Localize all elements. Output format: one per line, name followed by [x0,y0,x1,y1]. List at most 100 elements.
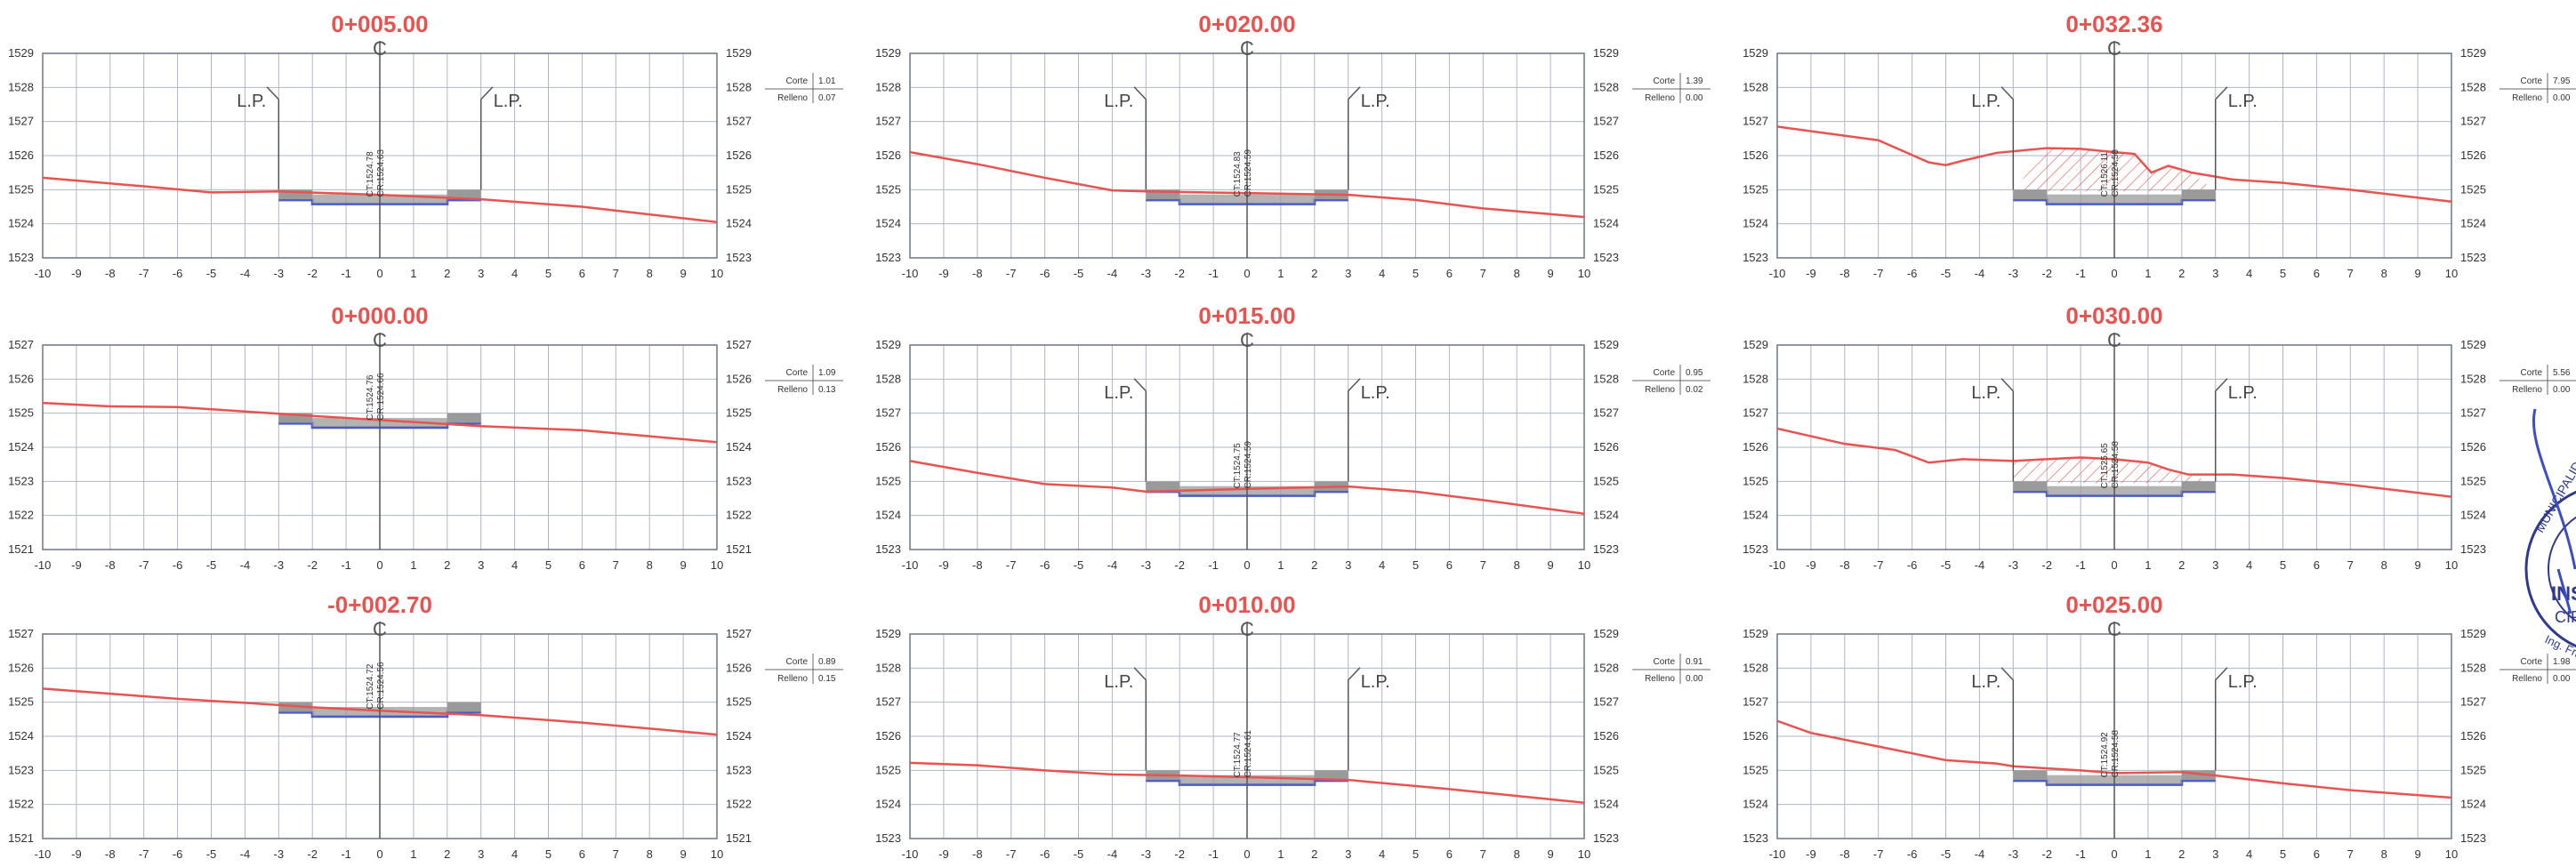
x-tick-label: 5 [1413,267,1419,280]
x-tick-label: -10 [1769,267,1786,280]
sidewalk-right [2181,189,2216,200]
lp-left-label: L.P. [1104,92,1133,111]
y-tick-label-right: 1526 [726,372,752,385]
y-tick-label-right: 1526 [1593,149,1619,162]
lp-left-label: L.P. [1104,672,1133,692]
x-tick-label: 7 [2347,847,2354,861]
x-tick-label: -10 [902,847,919,861]
y-tick-label-left: 1528 [1743,661,1768,674]
section-title: 0+000.00 [331,302,428,329]
centerline-symbol: C [2107,37,2121,60]
x-tick-label: -5 [1074,847,1084,861]
x-tick-label: 3 [2212,847,2218,861]
y-tick-label-right: 1527 [1593,406,1619,420]
x-tick-label: -7 [139,847,149,861]
y-tick-label-right: 1524 [726,217,752,230]
section-title: 0+010.00 [1198,591,1295,618]
y-tick-label-left: 1528 [1743,80,1768,93]
x-tick-label: 4 [2246,558,2252,572]
fill-label: Relleno [2512,93,2542,103]
y-tick-label-left: 1527 [1743,406,1768,420]
x-tick-label: 7 [1480,267,1486,280]
x-tick-label: -2 [1174,847,1185,861]
y-tick-label-left: 1525 [1743,474,1768,487]
x-tick-label: 2 [2178,267,2185,280]
x-tick-label: -2 [2041,267,2052,280]
y-tick-label-left: 1529 [1743,627,1768,640]
x-tick-label: 8 [647,267,653,280]
x-tick-label: 7 [613,847,619,861]
centerline-symbol: C [1240,37,1254,60]
y-tick-label-right: 1524 [1593,509,1619,522]
y-tick-label-right: 1527 [2460,695,2486,709]
lp-right-flag [1348,667,1361,681]
x-tick-label: 1 [410,267,416,280]
lp-left-label: L.P. [1971,92,2000,111]
lp-right-label: L.P. [2228,672,2258,692]
x-tick-label: -1 [341,558,351,572]
y-tick-label-right: 1524 [2460,217,2486,230]
y-tick-label-right: 1525 [1593,182,1619,196]
x-tick-label: 7 [1480,847,1486,861]
x-tick-label: 4 [511,558,518,572]
y-tick-label-left: 1527 [875,406,901,420]
centerline-symbol: C [1240,618,1254,640]
y-tick-label-right: 1526 [1593,729,1619,743]
x-tick-label: -2 [2041,558,2052,572]
x-tick-label: 3 [2212,267,2218,280]
x-tick-label: 5 [545,847,551,861]
x-tick-label: 9 [680,847,686,861]
y-tick-label-right: 1525 [726,182,752,196]
centerline-symbol: C [2107,329,2121,351]
y-tick-label-left: 1521 [8,831,34,845]
fill-label: Relleno [2512,385,2542,395]
x-tick-label: -4 [240,847,251,861]
section-title: -0+002.70 [327,591,432,618]
x-tick-label: 5 [545,267,551,280]
cut-value: 1.39 [1686,76,1703,86]
x-tick-label: 8 [2381,558,2387,572]
x-tick-label: 6 [579,847,585,861]
y-tick-label-left: 1529 [1743,338,1768,351]
y-tick-label-right: 1528 [1593,372,1619,385]
lp-right-flag [1348,378,1361,392]
x-tick-label: 8 [1514,847,1520,861]
x-tick-label: -8 [1839,847,1850,861]
y-tick-label-left: 1525 [8,406,34,420]
x-tick-label: 4 [1379,558,1385,572]
lp-right-flag [2215,378,2228,392]
x-tick-label: 1 [2145,558,2151,572]
x-tick-label: 10 [711,267,723,280]
x-tick-label: 1 [2145,847,2151,861]
x-tick-label: 2 [1311,847,1317,861]
terrain-line [909,460,1585,515]
x-tick-label: -3 [2008,847,2019,861]
terrain-elevation-label: CT:1524.92 [2100,732,2110,778]
fill-label: Relleno [1645,385,1675,395]
x-tick-label: -6 [1907,267,1918,280]
y-tick-label-right: 1526 [1593,440,1619,454]
x-tick-label: -10 [35,267,52,280]
y-tick-label-left: 1525 [8,182,34,196]
cut-value: 1.09 [818,368,836,378]
fill-label: Relleno [1645,674,1675,684]
y-tick-label-right: 1523 [2460,542,2486,556]
stamp-text-cip: CIP [2555,608,2576,626]
terrain-elevation-label: CT:1524.83 [1233,151,1243,197]
x-tick-label: 9 [680,267,686,280]
x-tick-label: -6 [1907,847,1918,861]
x-tick-label: 9 [2414,847,2420,861]
x-tick-label: -4 [1975,558,1985,572]
x-tick-label: 0 [376,267,382,280]
y-tick-label-right: 1527 [726,338,752,351]
y-tick-label-right: 1522 [726,509,752,522]
y-tick-label-right: 1526 [2460,149,2486,162]
x-tick-label: 3 [478,267,484,280]
y-tick-label-left: 1526 [1743,440,1768,454]
x-tick-label: -10 [1769,558,1786,572]
x-tick-label: -9 [71,267,82,280]
x-tick-label: 3 [1345,558,1351,572]
x-tick-label: -4 [240,267,251,280]
cut-label: Corte [1654,76,1676,86]
